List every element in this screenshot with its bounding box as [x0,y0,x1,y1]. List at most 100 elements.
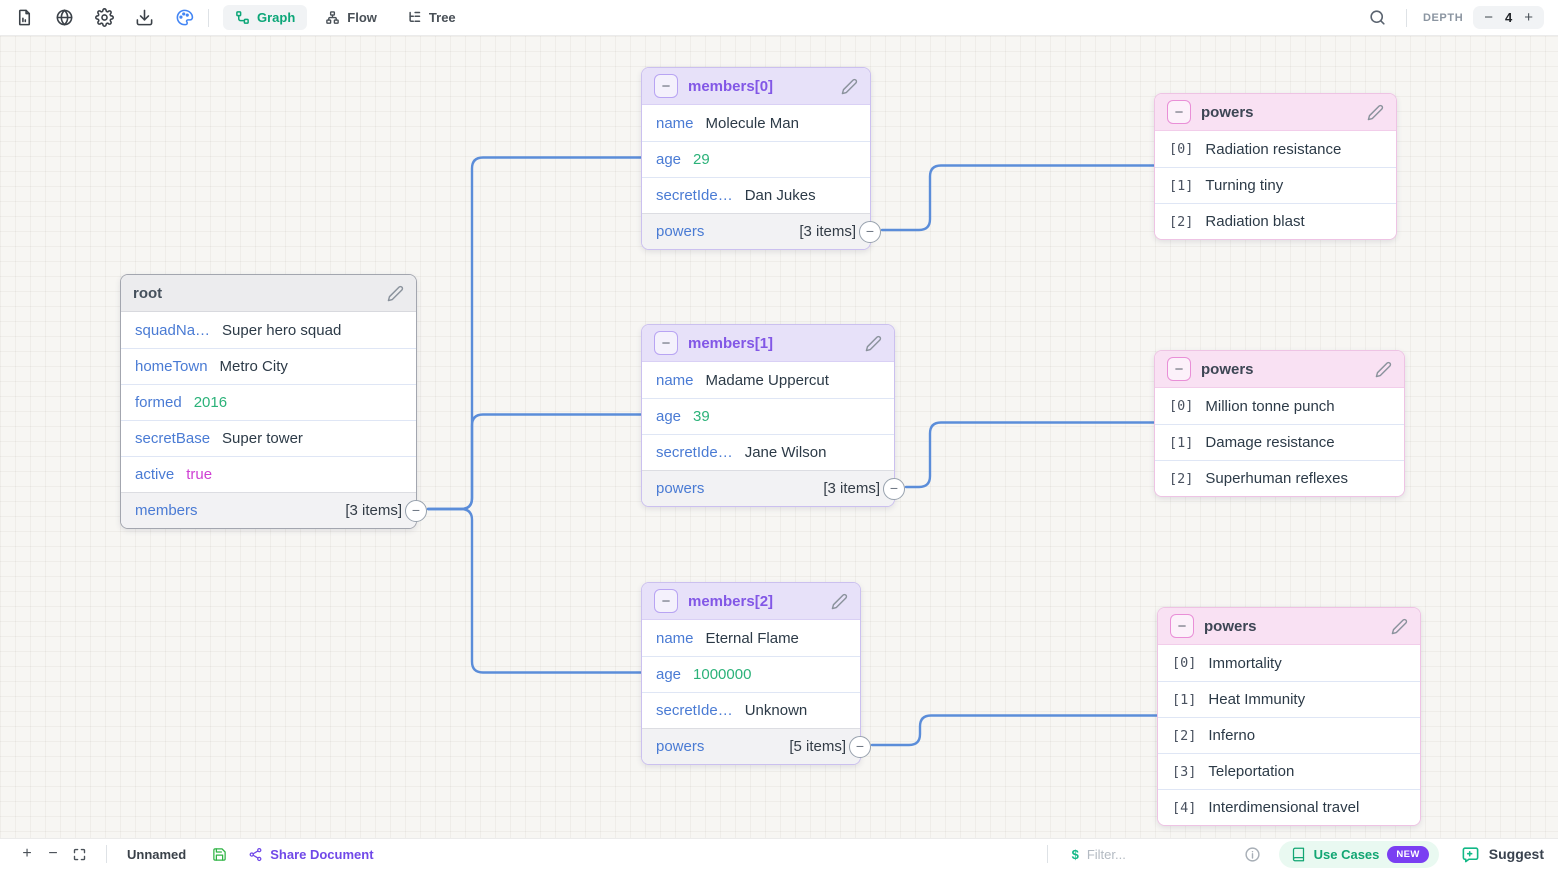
edit-pencil-icon[interactable] [865,335,882,352]
node-title: members[2] [688,592,774,610]
item-index: [0] [1169,141,1194,157]
collapse-node-button[interactable] [1167,100,1191,124]
collapse-children-port[interactable] [883,477,905,500]
tab-graph[interactable]: Graph [223,5,308,30]
node-header[interactable]: powers [1155,94,1396,131]
edit-pencil-icon[interactable] [841,78,858,95]
message-plus-icon [1462,846,1479,862]
save-icon[interactable] [206,841,232,867]
new-badge: NEW [1387,845,1429,863]
row-value: Molecule Man [705,114,799,132]
edit-pencil-icon[interactable] [387,285,404,302]
zoom-in-button[interactable]: + [14,841,40,867]
collapse-children-port[interactable] [859,220,881,243]
download-icon[interactable] [134,8,154,28]
globe-icon[interactable] [54,8,74,28]
item-index: [0] [1169,398,1194,414]
collapse-node-button[interactable] [1167,357,1191,381]
item-index: [0] [1172,655,1197,671]
node-header[interactable]: members[1] [642,325,894,362]
node-row: secretIde…Dan Jukes [642,177,870,213]
filter-field: $ [1071,846,1242,862]
row-key: squadNa… [135,321,211,339]
row-value: Eternal Flame [705,629,799,647]
collapse-node-button[interactable] [1170,614,1194,638]
collapse-children-port[interactable] [405,499,427,522]
use-cases-button[interactable]: Use Cases NEW [1278,840,1439,868]
edit-pencil-icon[interactable] [1367,104,1384,121]
zoom-out-button[interactable]: − [40,841,66,867]
row-key: powers [656,738,705,755]
array-item-row: [1]Heat Immunity [1158,681,1420,717]
node-footer-row: powers[3 items] [642,213,881,249]
suggest-button[interactable]: Suggest [1461,845,1544,864]
node-header[interactable]: powers [1155,351,1404,388]
row-key: age [656,151,682,168]
row-key: powers [656,480,705,497]
collapse-node-button[interactable] [654,74,678,98]
node-header[interactable]: members[2] [642,583,860,620]
settings-gear-icon[interactable] [94,8,114,28]
depth-decrement-button[interactable]: − [1484,9,1493,26]
node-powers-2[interactable]: powers[0]Immortality[1]Heat Immunity[2]I… [1157,607,1421,826]
row-key: age [656,408,682,425]
book-icon [1292,847,1304,861]
edge-root-to-members-0 [426,156,643,511]
node-header[interactable]: powers [1158,608,1420,645]
row-value: Super hero squad [222,321,342,339]
share-document-button[interactable]: Share Document [248,847,374,862]
node-powers-1[interactable]: powers[0]Million tonne punch[1]Damage re… [1154,350,1405,497]
item-index: [2] [1172,727,1197,744]
collapse-node-button[interactable] [654,589,678,613]
depth-increment-button[interactable]: + [1524,9,1533,26]
jq-dollar-icon: $ [1071,846,1079,862]
collapse-node-button[interactable] [654,331,678,355]
item-value: Teleportation [1208,763,1295,780]
node-header[interactable]: root [121,275,416,312]
item-value: Radiation blast [1205,213,1305,230]
info-icon[interactable] [1244,846,1261,863]
document-title[interactable]: Unnamed [127,846,187,862]
filter-input[interactable] [1086,846,1217,862]
file-document-icon[interactable] [14,8,34,28]
graph-view-icon [235,10,250,25]
node-powers-0[interactable]: powers[0]Radiation resistance[1]Turning … [1154,93,1397,240]
node-header[interactable]: members[0] [642,68,870,105]
tab-tree[interactable]: Tree [395,5,468,30]
theme-palette-icon[interactable] [174,8,194,28]
item-index: [1] [1169,177,1194,194]
edit-pencil-icon[interactable] [1391,618,1408,635]
edit-pencil-icon[interactable] [831,593,848,610]
row-key: name [656,629,694,647]
tab-label: Graph [257,10,296,25]
tab-label: Flow [347,10,377,25]
node-row: secretBase Super tower [121,420,416,456]
node-title: root [133,284,163,302]
collapse-children-port[interactable] [849,735,871,758]
fit-view-icon[interactable] [66,841,92,867]
row-value: Super tower [222,430,303,447]
tab-flow[interactable]: Flow [313,5,389,30]
array-item-row: [3]Teleportation [1158,753,1420,789]
edit-pencil-icon[interactable] [1375,361,1392,378]
items-count: [3 items] [799,223,856,240]
row-key: secretBase [135,430,211,447]
row-key: secretIde… [656,444,733,461]
array-item-row: [1]Turning tiny [1155,167,1396,203]
row-value: 29 [693,151,710,168]
items-count: [3 items] [345,502,402,519]
item-index: [1] [1169,434,1194,451]
search-icon[interactable] [1368,8,1388,28]
item-index: [2] [1169,470,1194,487]
suggest-label: Suggest [1488,846,1544,862]
